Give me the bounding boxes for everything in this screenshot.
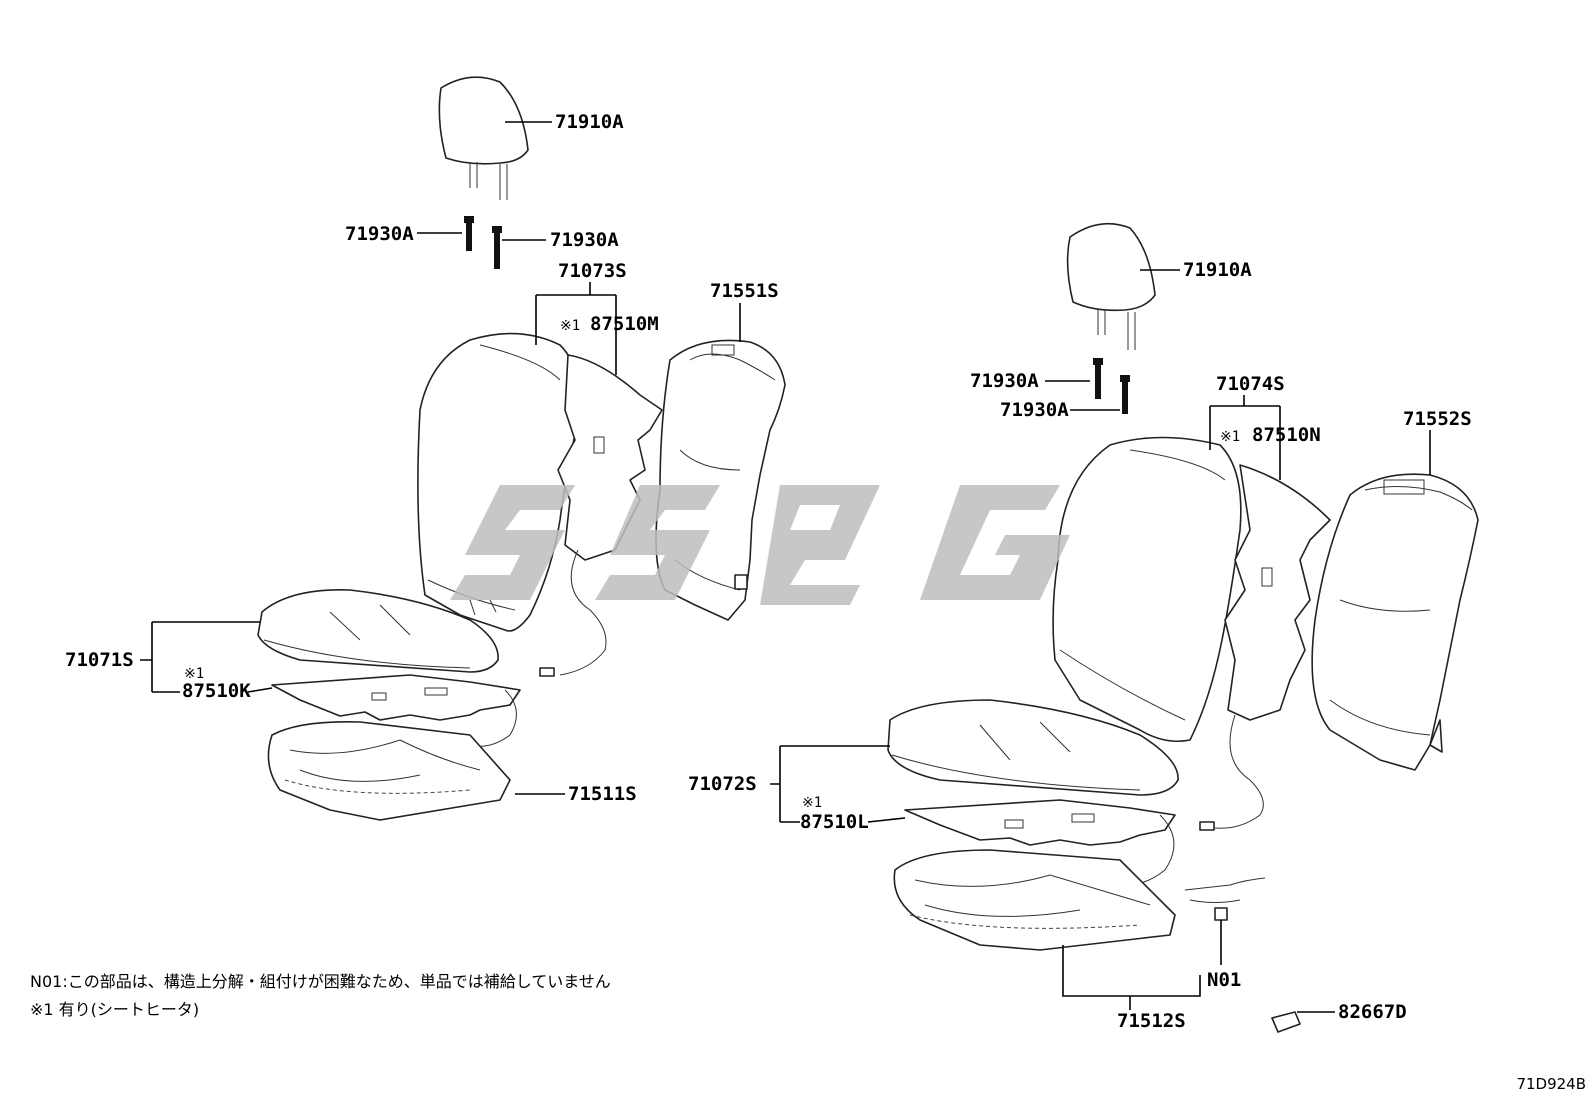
left-seat-cushion-cover[interactable] (257, 589, 499, 673)
right-clip[interactable] (1271, 1011, 1301, 1033)
right-cushion-heater[interactable] (904, 799, 1176, 887)
label-71071S: 71071S (65, 649, 134, 671)
diagram-code: 71D924B (1516, 1075, 1586, 1093)
label-71910A-left: 71910A (555, 111, 624, 133)
label-71930A-left-1: 71930A (345, 223, 414, 245)
label-87510L: 87510L (800, 811, 869, 833)
right-back-heater[interactable] (1199, 464, 1331, 831)
label-71551S: 71551S (710, 280, 779, 302)
label-71552S: 71552S (1403, 408, 1472, 430)
right-headrest[interactable] (1066, 222, 1156, 350)
n01-footnote: N01:この部品は、構造上分解・組付けが困難なため、単品では補給していません (30, 972, 611, 991)
asterisk-mark-87510L: ※1 (802, 795, 822, 811)
right-seatback-frame[interactable] (1311, 473, 1479, 771)
label-87510N: 87510N (1252, 424, 1321, 446)
right-headrest-support-1[interactable] (1093, 358, 1103, 399)
right-seat-cushion-frame[interactable] (893, 849, 1266, 951)
right-headrest-support-2[interactable] (1120, 375, 1130, 414)
leader-lines (140, 121, 1431, 1013)
label-87510M: 87510M (590, 313, 659, 335)
label-71930A-right-1: 71930A (970, 370, 1039, 392)
label-87510K: 87510K (182, 680, 251, 702)
label-71930A-left-2: 71930A (550, 229, 619, 251)
asterisk-mark-87510K: ※1 (184, 666, 204, 682)
right-seat-cushion-cover[interactable] (887, 699, 1179, 796)
label-71073S: 71073S (558, 260, 627, 282)
left-cushion-heater[interactable] (271, 674, 521, 747)
label-N01: N01 (1207, 969, 1241, 991)
label-71930A-right-2: 71930A (1000, 399, 1069, 421)
left-back-heater[interactable] (539, 354, 663, 677)
label-82667D: 82667D (1338, 1001, 1407, 1023)
left-headrest-support-1[interactable] (464, 216, 474, 251)
label-71072S: 71072S (688, 773, 757, 795)
right-seatback-cover[interactable] (1052, 436, 1242, 743)
left-headrest[interactable] (438, 76, 529, 200)
asterisk-mark-87510M: ※1 (560, 318, 580, 334)
label-71512S: 71512S (1117, 1010, 1186, 1032)
label-71910A-right: 71910A (1183, 259, 1252, 281)
label-71511S: 71511S (568, 783, 637, 805)
left-seat-cushion-frame[interactable] (267, 720, 511, 821)
watermark-logo (450, 485, 1070, 605)
asterisk-mark-87510N: ※1 (1220, 429, 1240, 445)
label-71074S: 71074S (1216, 373, 1285, 395)
left-headrest-support-2[interactable] (492, 226, 502, 269)
asterisk-footnote: ※1 有り(シートヒータ) (30, 1000, 200, 1019)
